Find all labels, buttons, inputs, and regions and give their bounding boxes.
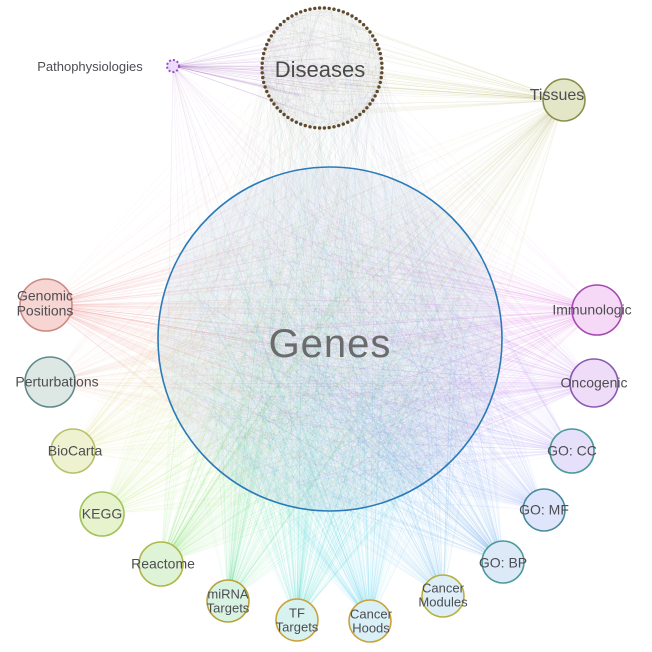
- node-biocarta[interactable]: [50, 428, 96, 474]
- node-go-mf[interactable]: [522, 488, 566, 532]
- node-tissues[interactable]: [542, 78, 586, 122]
- node-tf-targets[interactable]: [275, 598, 319, 642]
- edge-bundles: [45, 9, 598, 622]
- node-mirna-targets[interactable]: [206, 579, 250, 623]
- node-oncogenic[interactable]: [569, 358, 619, 408]
- genes-hub-circle[interactable]: [157, 166, 503, 512]
- node-cancer-modules[interactable]: [421, 574, 465, 618]
- node-go-cc[interactable]: [549, 428, 595, 474]
- node-reactome[interactable]: [138, 541, 184, 587]
- node-pathophysiologies[interactable]: [166, 59, 180, 73]
- node-immunologic[interactable]: [571, 284, 623, 336]
- node-cancer-hoods[interactable]: [348, 599, 392, 643]
- diseases-hub-ring[interactable]: [260, 6, 384, 130]
- node-perturbations[interactable]: [24, 356, 76, 408]
- node-go-bp[interactable]: [481, 540, 525, 584]
- node-kegg[interactable]: [79, 491, 125, 537]
- node-genomic-positions[interactable]: [19, 278, 73, 332]
